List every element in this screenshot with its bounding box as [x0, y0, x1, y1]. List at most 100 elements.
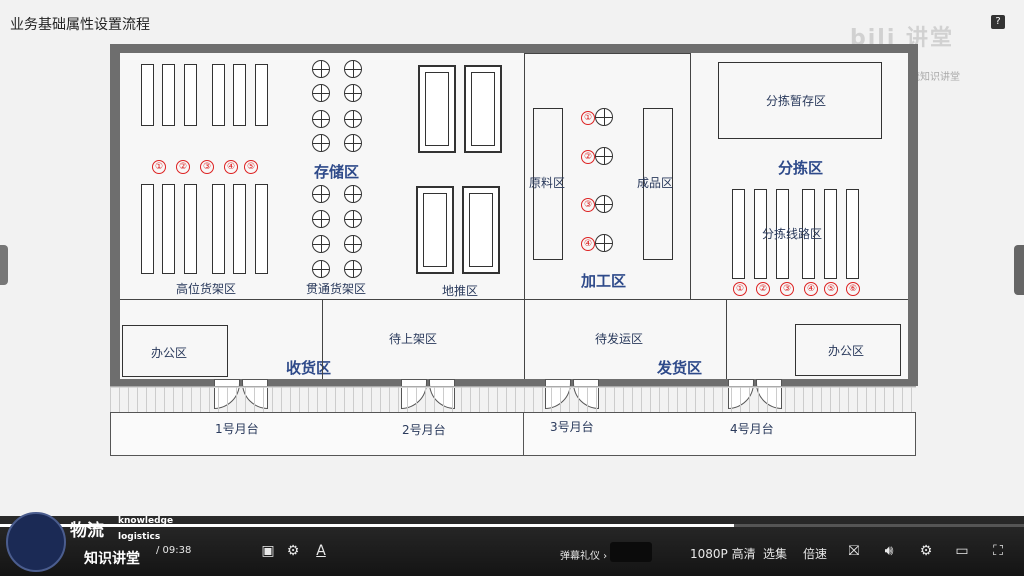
rack [184, 184, 197, 274]
pallet-marker [312, 260, 330, 278]
platform-1-label: 1号月台 [215, 422, 259, 436]
receiving-zone-label: 收货区 [286, 359, 332, 377]
pallet-marker [344, 60, 362, 78]
help-icon[interactable]: ? [991, 15, 1005, 29]
progress-fill [0, 524, 735, 527]
rack [233, 64, 246, 126]
receiving-zone: 办公区 收货区 [120, 299, 331, 379]
rack-number: ① [152, 160, 166, 174]
sorting-temp-box [718, 62, 882, 139]
logo-cn: 知识讲堂 [84, 551, 140, 567]
pallet-marker [312, 60, 330, 78]
rack [162, 184, 175, 274]
office-right-zone: 办公区 [726, 299, 908, 379]
process-number: ① [581, 111, 595, 125]
rack [141, 184, 154, 274]
drive-in-rack-label: 贯通货架区 [306, 282, 367, 296]
process-station [595, 234, 613, 252]
page-title: 业务基础属性设置流程 [10, 17, 150, 33]
fullscreen-icon[interactable]: ⛶ [993, 543, 1003, 559]
dock-apron [110, 386, 916, 414]
left-panel-handle[interactable] [0, 245, 8, 285]
quality-selector[interactable]: 1080P 高清 [690, 547, 756, 561]
pallet-marker [344, 185, 362, 203]
floor-stack-label: 地推区 [442, 284, 479, 298]
rack-number: ④ [224, 160, 238, 174]
pending-shelf-zone: 待上架区 [322, 299, 525, 379]
time-display: / 09:38 [156, 545, 192, 556]
danmu-settings-icon[interactable]: ⚙ [286, 543, 300, 559]
sorting-number: ⑤ [824, 282, 838, 296]
sorting-line [732, 189, 745, 279]
office-left-label: 办公区 [151, 346, 188, 360]
sorting-number: ④ [804, 282, 818, 296]
sorting-lines-label: 分拣线路区 [762, 227, 823, 241]
channel-logo [6, 512, 66, 572]
text-style-icon[interactable]: A [316, 543, 326, 559]
office-right-label: 办公区 [828, 344, 865, 358]
process-station [595, 195, 613, 213]
office-left-box [122, 325, 228, 377]
pallet-marker [312, 134, 330, 152]
sorting-line [776, 189, 789, 279]
sorting-line [824, 189, 837, 279]
danmu-gift-link[interactable]: 弹幕礼仪 › [560, 551, 608, 562]
finished-goods-box [643, 108, 673, 260]
rack [184, 64, 197, 126]
logo-en-2: logistics [118, 532, 161, 542]
processing-zone-label: 加工区 [581, 272, 627, 290]
platform-2-label: 2号月台 [402, 423, 446, 437]
raw-material-label: 原料区 [529, 176, 566, 190]
finished-goods-label: 成品区 [637, 176, 674, 190]
platform-4-label: 4号月台 [730, 422, 774, 436]
rack [162, 64, 175, 126]
sorting-number: ② [756, 282, 770, 296]
sorting-temp-label: 分拣暂存区 [766, 94, 827, 108]
rack [212, 64, 225, 126]
pending-shelf-label: 待上架区 [389, 332, 438, 346]
pallet-marker [344, 110, 362, 128]
logo-title: 物流 [70, 521, 104, 541]
danmu-toggle-icon[interactable]: ▣ [261, 543, 275, 559]
pallet-marker [344, 210, 362, 228]
pallet-marker [312, 235, 330, 253]
rack [233, 184, 246, 274]
speed-button[interactable]: 倍速 [803, 547, 828, 561]
rack [212, 184, 225, 274]
sorting-number: ③ [780, 282, 794, 296]
process-number: ③ [581, 198, 595, 212]
settings-gear-icon[interactable]: ⚙ [919, 543, 933, 559]
episodes-button[interactable]: 选集 [763, 547, 788, 561]
volume-icon[interactable]: 🔊︎ [884, 543, 894, 559]
high-rack-label: 高位货架区 [176, 282, 237, 296]
rack [141, 64, 154, 126]
rack [255, 64, 268, 126]
raw-material-box [533, 108, 563, 260]
danmu-input[interactable] [610, 542, 652, 562]
storage-zone: ① ② ③ ④ ⑤ 高位货架区 存储区 贯通货架区 [120, 53, 525, 300]
floor-stack-block [418, 65, 456, 153]
loading-platforms [110, 412, 916, 456]
watermark-sub: 物流知识讲堂 [900, 72, 960, 83]
process-station [595, 108, 613, 126]
process-number: ② [581, 150, 595, 164]
floor-stack-block [462, 186, 500, 274]
rack [255, 184, 268, 274]
sorting-line [846, 189, 859, 279]
processing-zone: 原料区 ① ② ③ ④ 成品区 加工区 [524, 53, 691, 300]
rack-number: ③ [200, 160, 214, 174]
pending-ship-zone: 待发运区 发货区 [524, 299, 727, 379]
office-right-box [795, 324, 901, 376]
floor-stack-block [464, 65, 502, 153]
picture-in-picture-icon[interactable]: ▭ [955, 543, 969, 559]
sorting-number: ① [733, 282, 747, 296]
subtitle-off-icon[interactable]: ⛝ [848, 543, 860, 559]
sorting-line [754, 189, 767, 279]
shipping-zone-label: 发货区 [657, 359, 703, 377]
process-station [595, 147, 613, 165]
sorting-zone-label: 分拣区 [778, 159, 824, 177]
pallet-marker [344, 260, 362, 278]
right-panel-handle[interactable] [1014, 245, 1024, 295]
process-number: ④ [581, 237, 595, 251]
pallet-marker [312, 84, 330, 102]
